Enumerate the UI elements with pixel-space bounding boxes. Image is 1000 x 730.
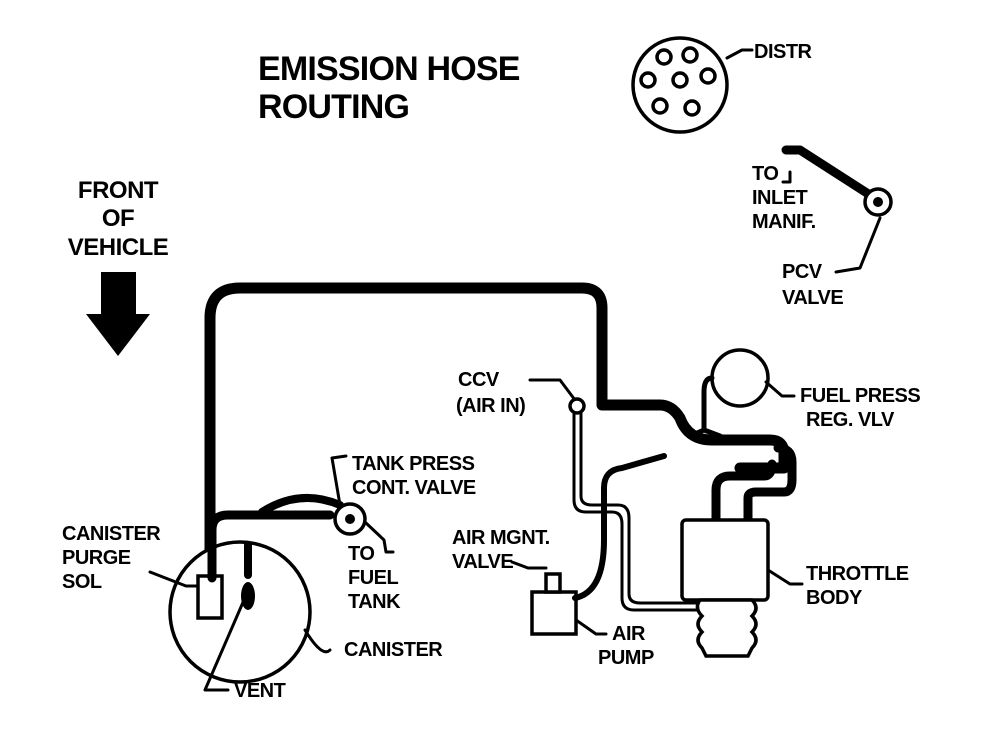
throttle-body-assembly: THROTTLE BODY bbox=[680, 443, 909, 658]
distributor-terminal bbox=[671, 71, 689, 89]
tpcv-center bbox=[345, 514, 355, 524]
distributor-terminal bbox=[655, 48, 673, 66]
distributor-terminal bbox=[639, 71, 657, 89]
pcv-leader-line bbox=[834, 216, 882, 274]
tpcv-loop-hose bbox=[258, 493, 344, 516]
to-fuel-tank-label-line-1: TO bbox=[348, 543, 374, 565]
front-label-line-3: VEHICLE bbox=[68, 234, 169, 261]
to-fuel-tank-label-line-3: TANK bbox=[348, 591, 401, 613]
purge-sol-label-line-1: CANISTER bbox=[62, 523, 161, 545]
pcv-label-line-1: PCV bbox=[782, 261, 823, 283]
tpcv-leader-line bbox=[330, 454, 348, 507]
canister-tank-hose bbox=[207, 510, 335, 583]
ccv-fitting bbox=[568, 397, 586, 415]
throttle-body-label-line-1: THROTTLE bbox=[806, 563, 909, 585]
tank-pressure-control-valve-assembly: TANK PRESS CONT. VALVE TO FUEL TANK bbox=[258, 453, 476, 613]
regulator-leader-line bbox=[764, 380, 796, 398]
air-mgnt-label-line-2: VALVE bbox=[452, 551, 513, 573]
ccv-label-line-1: CCV bbox=[458, 369, 500, 391]
air-mgnt-leader-line bbox=[510, 560, 548, 570]
ccv-hose-inner bbox=[579, 411, 702, 605]
air-pump bbox=[530, 590, 578, 636]
distributor-terminal bbox=[681, 46, 699, 64]
regulator-vacuum-tee bbox=[701, 427, 723, 439]
throttle-body-leader-line bbox=[766, 568, 804, 586]
ccv-hose-outer bbox=[572, 411, 702, 612]
distributor-terminal bbox=[651, 97, 669, 115]
canister-vent-port bbox=[241, 582, 255, 610]
tpcv-label-line-2: CONT. VALVE bbox=[352, 477, 476, 499]
to-fuel-tank-label-line-2: FUEL bbox=[348, 567, 399, 589]
regulator-label-line-2: REG. VLV bbox=[806, 409, 895, 431]
fuel-pressure-regulator bbox=[710, 348, 770, 408]
ccv-assembly: CCV (AIR IN) bbox=[456, 369, 702, 612]
air-pump-label-line-2: PUMP bbox=[598, 647, 654, 669]
front-label-line-2: OF bbox=[102, 205, 134, 232]
canister-purge-solenoid bbox=[196, 574, 224, 620]
throttle-body-bellows bbox=[695, 598, 758, 658]
front-of-vehicle-indicator: FRONT OF VEHICLE bbox=[68, 177, 169, 356]
title-line-2: ROUTING bbox=[258, 88, 409, 126]
tpcv-label-line-1: TANK PRESS bbox=[352, 453, 475, 475]
ccv-leader-line bbox=[528, 378, 577, 402]
pcv-valve-assembly: TO INLET MANIF. PCV VALVE bbox=[752, 145, 893, 309]
regulator-vacuum-hose bbox=[687, 375, 715, 439]
distributor-terminal bbox=[699, 67, 717, 85]
vent-leader-line bbox=[203, 598, 246, 692]
pcv-hose bbox=[781, 145, 875, 200]
throttle-body bbox=[680, 518, 770, 602]
to-inlet-label-line-2: INLET bbox=[752, 187, 808, 209]
to-inlet-label-line-3: MANIF. bbox=[752, 211, 816, 233]
front-arrow-icon bbox=[86, 272, 150, 356]
diagram-title: EMISSION HOSE ROUTING bbox=[258, 50, 521, 126]
purge-sol-label-line-3: SOL bbox=[62, 571, 102, 593]
canister-label: CANISTER bbox=[344, 639, 443, 661]
distributor-cap: DISTR bbox=[631, 36, 813, 134]
vent-label: VENT bbox=[234, 680, 286, 702]
purge-sol-leader-line bbox=[148, 570, 200, 588]
throttle-body-hose-left bbox=[711, 459, 777, 525]
air-pump-hose bbox=[572, 453, 667, 601]
canister-leader-line bbox=[303, 628, 332, 654]
pcv-label-line-2: VALVE bbox=[782, 287, 843, 309]
air-pump-leader-line bbox=[574, 618, 608, 636]
title-line-1: EMISSION HOSE bbox=[258, 50, 520, 88]
fuel-pressure-regulator-assembly: FUEL PRESS REG. VLV bbox=[687, 348, 921, 439]
ccv-label-line-2: (AIR IN) bbox=[456, 395, 525, 417]
distr-label: DISTR bbox=[754, 41, 813, 63]
throttle-body-label-line-2: BODY bbox=[806, 587, 863, 609]
canister-assembly: VENT CANISTER CANISTER PURGE SOL bbox=[62, 510, 444, 702]
purge-main-hose bbox=[204, 282, 790, 591]
regulator-label-line-1: FUEL PRESS bbox=[800, 385, 920, 407]
pcv-valve-center bbox=[873, 197, 883, 207]
air-pump-label-line-1: AIR bbox=[612, 623, 646, 645]
air-mgnt-label-line-1: AIR MGNT. bbox=[452, 527, 550, 549]
distr-leader-line bbox=[725, 48, 754, 60]
air-management-valve bbox=[544, 572, 562, 594]
purge-sol-label-line-2: PURGE bbox=[62, 547, 131, 569]
front-label-line-1: FRONT bbox=[78, 177, 159, 204]
air-management-assembly: AIR MGNT. VALVE AIR PUMP bbox=[452, 453, 667, 669]
to-fuel-tank-line bbox=[364, 521, 395, 554]
to-inlet-leader-line bbox=[781, 170, 792, 184]
throttle-body-hose-right bbox=[743, 443, 797, 525]
to-inlet-label-line-1: TO bbox=[752, 163, 778, 185]
distributor-terminal bbox=[683, 99, 701, 117]
